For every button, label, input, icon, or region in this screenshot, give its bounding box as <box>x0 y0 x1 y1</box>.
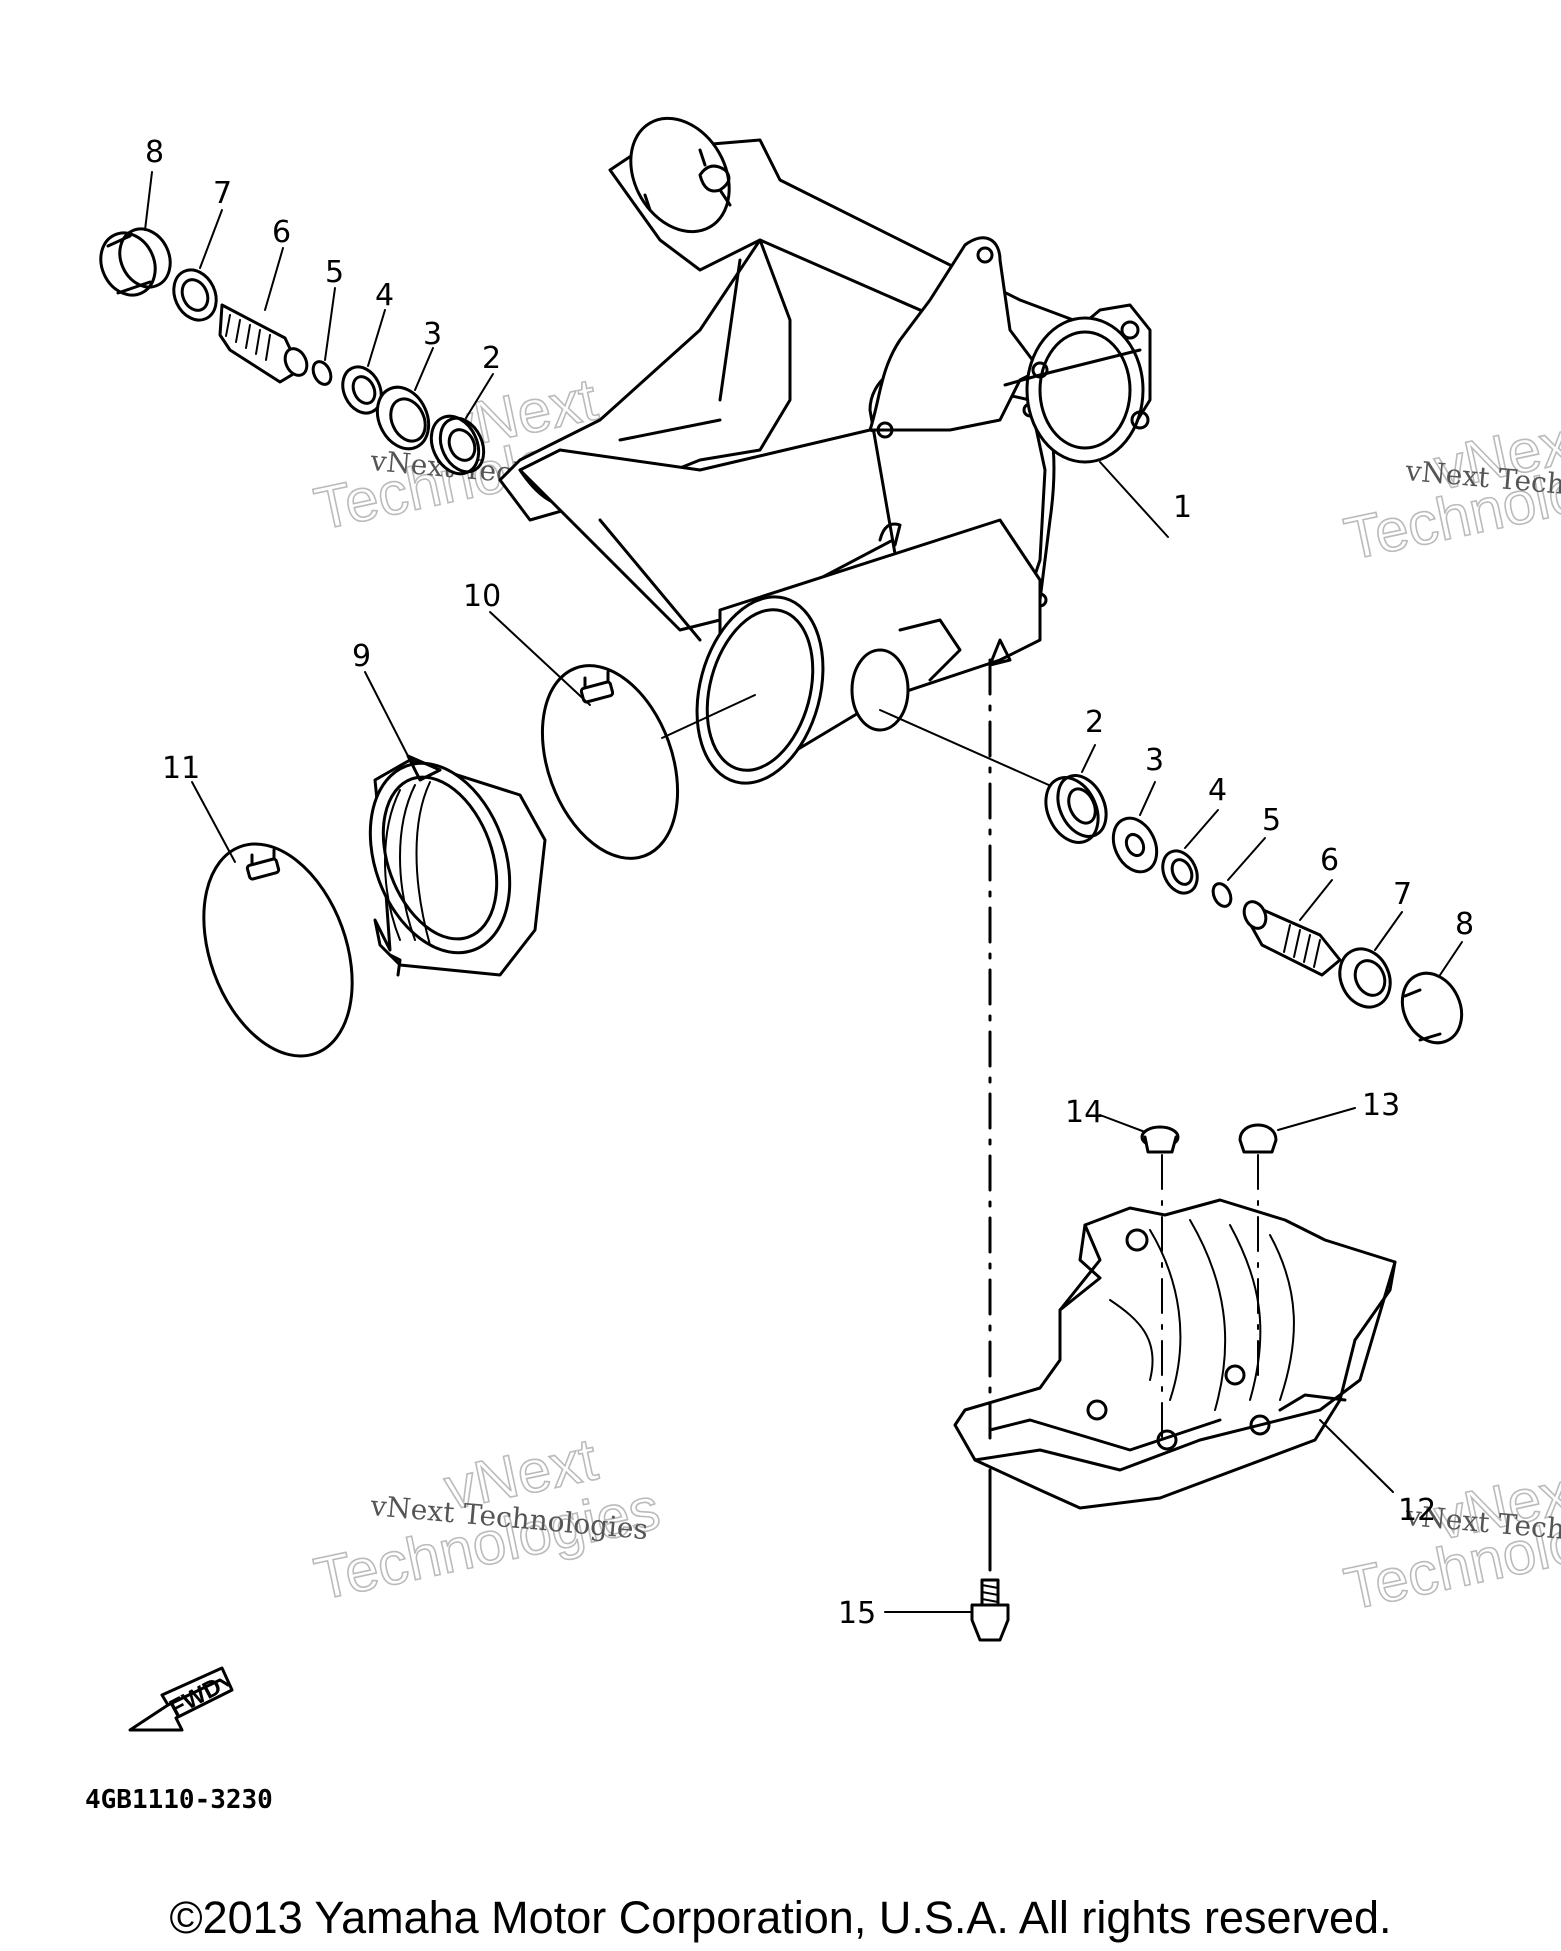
callout-5-left: 5 <box>325 255 344 290</box>
callout-9: 9 <box>352 639 371 674</box>
callout-13: 13 <box>1362 1088 1400 1123</box>
callout-7-right: 7 <box>1393 877 1412 912</box>
callout-1: 1 <box>1173 490 1192 525</box>
bearing-part-2b <box>1044 774 1108 844</box>
o-ring-part-5b <box>1211 882 1233 908</box>
dust-cap-part-8a <box>99 227 172 297</box>
clamp-part-10 <box>540 664 756 860</box>
dust-cap-part-8b <box>1400 971 1464 1045</box>
callout-8-right: 8 <box>1455 907 1474 942</box>
bolt-part-15 <box>970 658 1010 1642</box>
collar-part-4b <box>1161 849 1199 895</box>
clamp-part-11 <box>202 842 354 1058</box>
callout-6-left: 6 <box>272 215 291 250</box>
collar-part-4a <box>341 365 383 415</box>
bolt-part-13 <box>1238 1123 1278 1386</box>
bearing-part-2a <box>429 414 486 476</box>
callout-10: 10 <box>463 579 501 614</box>
boot-part-9 <box>368 754 547 977</box>
callout-2-right: 2 <box>1085 705 1104 740</box>
bolt-part-14 <box>1140 1125 1180 1441</box>
watermark-bottom-left: vNext Technologies vNext Technologies <box>308 1424 666 1613</box>
callout-11: 11 <box>162 751 200 786</box>
callout-4-left: 4 <box>375 278 394 313</box>
callout-2-left: 2 <box>482 341 501 376</box>
copyright-notice: ©2013 Yamaha Motor Corporation, U.S.A. A… <box>169 1892 1392 1943</box>
diagram-part-code: 4GB1110-3230 <box>85 1785 273 1815</box>
oil-seal-part-3b <box>1111 816 1159 874</box>
pivot-shaft-part-6a <box>218 303 309 384</box>
bearing-stack-right <box>879 709 1464 1045</box>
fwd-arrow: FWD <box>128 1666 234 1732</box>
rear-arm-part-1 <box>498 116 1152 785</box>
nut-part-7a <box>172 268 218 322</box>
skid-plate-part-12 <box>953 1198 1397 1510</box>
leader-lines <box>144 171 1463 1613</box>
watermark-top-right: vNext Technologies vNext Technologies <box>1338 404 1561 573</box>
watermark-bottom-right: vNext Technologies vNext Technologies <box>1338 1454 1561 1623</box>
callout-12: 12 <box>1398 1493 1436 1528</box>
nut-part-7b <box>1338 947 1392 1009</box>
callout-7-left: 7 <box>213 176 232 211</box>
callout-numbers: 8 7 6 5 4 3 2 1 2 3 4 5 6 7 8 9 10 11 12… <box>145 135 1474 1631</box>
bearing-stack-left <box>99 227 486 476</box>
oil-seal-part-3a <box>375 385 431 451</box>
o-ring-part-5a <box>311 360 333 386</box>
callout-3-left: 3 <box>423 317 442 352</box>
callout-4-right: 4 <box>1208 773 1227 808</box>
callout-14: 14 <box>1065 1095 1103 1130</box>
callout-15: 15 <box>838 1596 876 1631</box>
callout-8-left: 8 <box>145 135 164 170</box>
callout-3-right: 3 <box>1145 743 1164 778</box>
callout-6-right: 6 <box>1320 843 1339 878</box>
pivot-shaft-part-6b <box>1242 900 1342 977</box>
callout-5-right: 5 <box>1262 803 1281 838</box>
